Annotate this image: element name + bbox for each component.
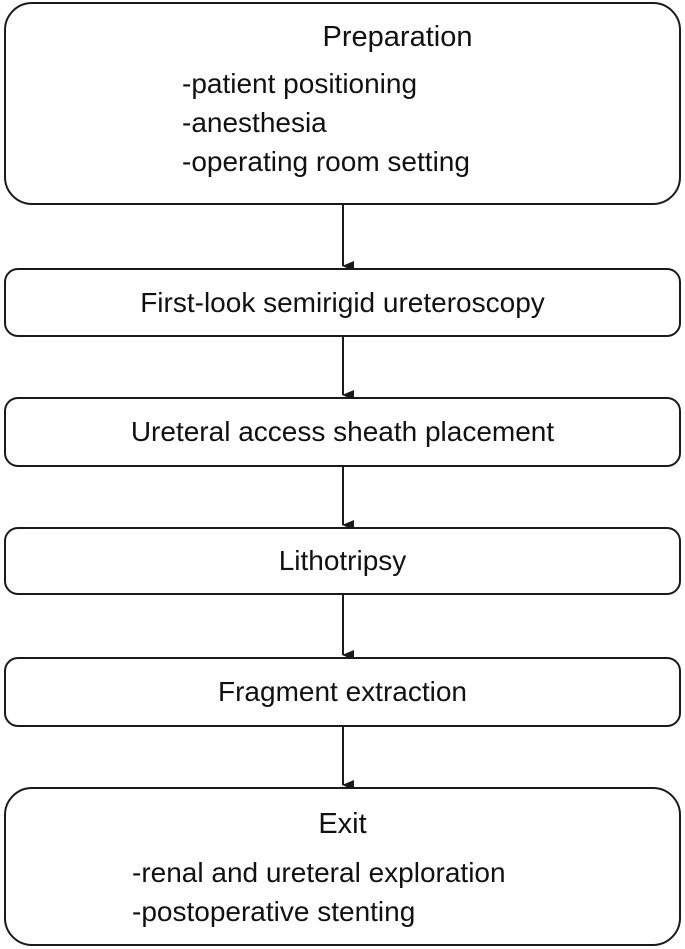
lithotripsy-box: Lithotripsy bbox=[4, 527, 681, 595]
exit-item: -postoperative stenting bbox=[132, 896, 416, 927]
exit-box: Exit -renal and ureteral exploration -po… bbox=[4, 787, 681, 946]
exit-item-list: -renal and ureteral exploration -postope… bbox=[132, 853, 506, 931]
preparation-item: -operating room setting bbox=[182, 146, 470, 177]
preparation-title: Preparation bbox=[322, 21, 473, 53]
first-look-box: First-look semirigid ureteroscopy bbox=[4, 268, 681, 337]
exit-title: Exit bbox=[318, 808, 367, 840]
preparation-item: -patient positioning bbox=[182, 68, 418, 99]
preparation-item-list: -patient positioning -anesthesia -operat… bbox=[182, 64, 470, 181]
preparation-item: -anesthesia bbox=[182, 107, 327, 138]
access-sheath-box: Ureteral access sheath placement bbox=[4, 397, 681, 467]
lithotripsy-label: Lithotripsy bbox=[278, 545, 407, 576]
fragment-extraction-box: Fragment extraction bbox=[4, 657, 681, 727]
access-sheath-label: Ureteral access sheath placement bbox=[130, 416, 555, 447]
exit-item: -renal and ureteral exploration bbox=[132, 857, 506, 888]
fragment-extraction-label: Fragment extraction bbox=[218, 676, 467, 707]
preparation-box: Preparation -patient positioning -anesth… bbox=[4, 2, 681, 205]
first-look-label: First-look semirigid ureteroscopy bbox=[140, 286, 545, 318]
